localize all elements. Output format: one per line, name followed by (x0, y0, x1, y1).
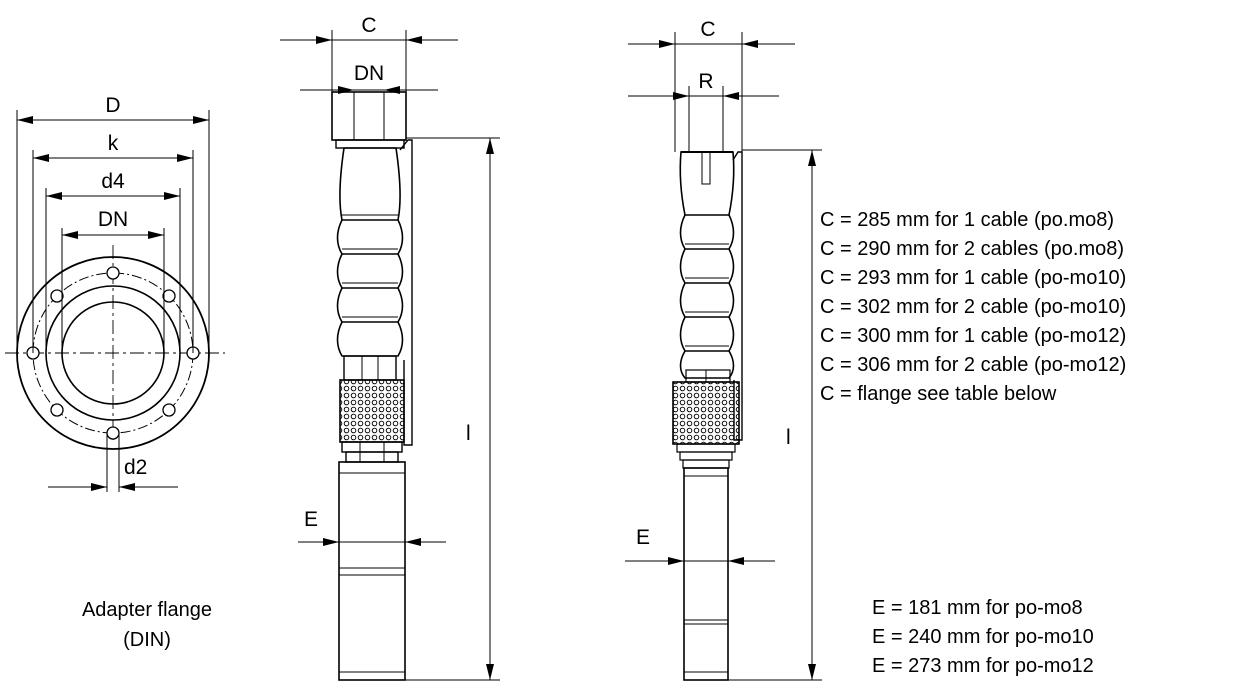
dim-label-DN: DN (98, 208, 128, 231)
dim-label-E-flanged: E (304, 508, 318, 531)
e-note-1: E = 181 mm for po-mo8 (872, 597, 1083, 619)
pump-motor-threaded (683, 467, 729, 681)
pump-motor (338, 461, 406, 681)
dim-label-d4: d4 (101, 170, 125, 193)
e-dimension-notes: E = 181 mm for po-mo8 E = 240 mm for po-… (872, 597, 1094, 677)
flange-caption-line1: Adapter flange (82, 599, 212, 621)
c-note-1: C = 285 mm for 1 cable (po.mo8) (820, 209, 1114, 231)
e-note-3: E = 273 mm for po-mo12 (872, 655, 1094, 677)
flanged-pump-view: C DN l E (280, 14, 500, 681)
c-note-7: C = flange see table below (820, 383, 1057, 405)
e-note-2: E = 240 mm for po-mo10 (872, 626, 1094, 648)
c-note-2: C = 290 mm for 2 cables (po.mo8) (820, 238, 1124, 260)
pump-inlet-screen-threaded (672, 381, 740, 445)
dim-label-R-threaded: R (698, 70, 713, 93)
adapter-flange-view: d2 D k d4 DN Adapter flange (DIN) (5, 94, 225, 651)
dim-label-d2: d2 (124, 456, 147, 479)
dim-label-DN-flanged: DN (354, 62, 384, 85)
dim-label-C-flanged: C (361, 14, 376, 37)
c-note-6: C = 306 mm for 2 cable (po-mo12) (820, 354, 1126, 376)
dim-label-k: k (108, 132, 119, 155)
dim-label-D: D (105, 94, 120, 117)
pump-stage-bowls-threaded (679, 214, 735, 379)
c-dimension-notes: C = 285 mm for 1 cable (po.mo8) C = 290 … (820, 209, 1126, 405)
flange-caption-line2: (DIN) (123, 629, 171, 651)
pump-top-flange (331, 91, 407, 141)
dim-label-l-threaded: l (786, 426, 791, 449)
flange-bolt-holes (26, 266, 200, 440)
c-note-3: C = 293 mm for 1 cable (po-mo10) (820, 267, 1126, 289)
dim-label-E-threaded: E (636, 526, 650, 549)
pump-stage-bowls (336, 147, 404, 357)
dim-label-C-threaded: C (700, 18, 715, 41)
threaded-pump-view: C R l E (625, 18, 822, 681)
pump-inlet-screen (339, 379, 405, 443)
c-note-4: C = 302 mm for 2 cable (po-mo10) (820, 296, 1126, 318)
dim-label-l-flanged: l (466, 422, 471, 445)
c-note-5: C = 300 mm for 1 cable (po-mo12) (820, 325, 1126, 347)
